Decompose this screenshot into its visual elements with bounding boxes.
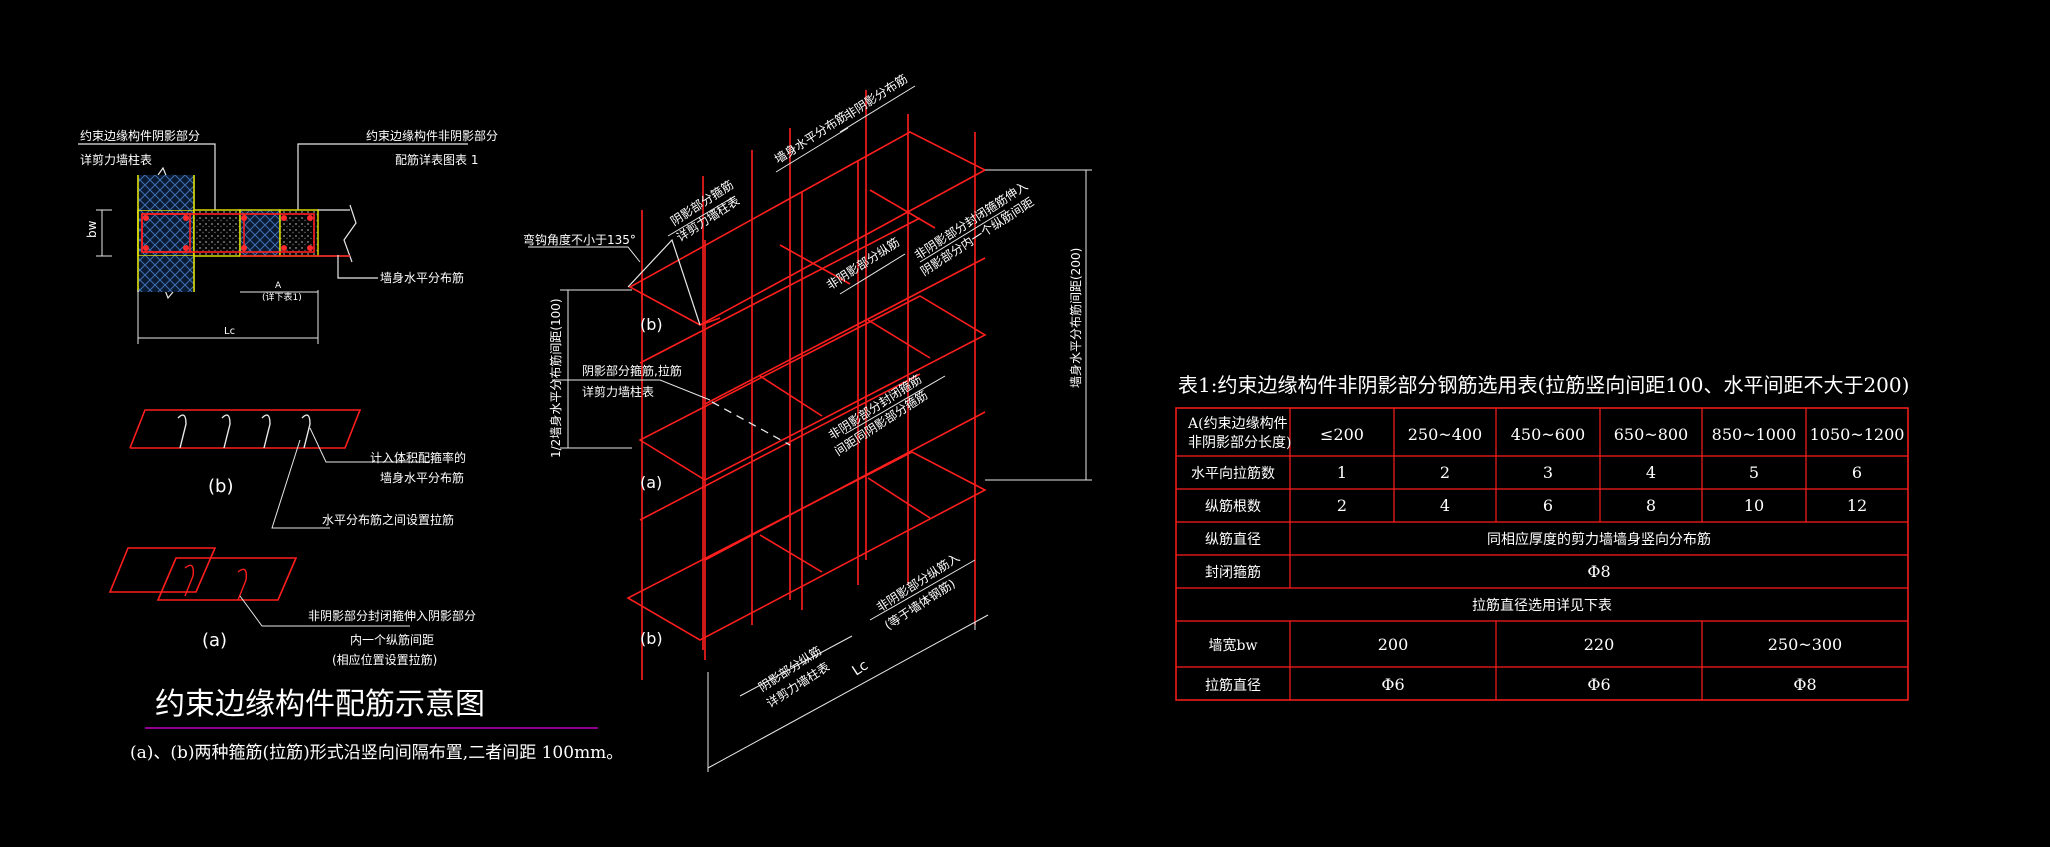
tie-val2: Φ6 [1587, 675, 1610, 694]
break-mark-right [343, 204, 357, 263]
bar-dia-value: 同相应厚度的剪力墙墙身竖向分布筋 [1487, 531, 1711, 548]
rebar-dots [143, 215, 313, 251]
col-5: 850~1000 [1712, 425, 1797, 444]
col-6: 1050~1200 [1810, 425, 1905, 444]
col-2: 250~400 [1408, 425, 1482, 444]
row1-val2: 2 [1440, 463, 1450, 482]
shadow-zone-column-top [138, 175, 194, 210]
leader-shadow [78, 143, 216, 210]
dim-lc: Lc [224, 326, 235, 337]
label-nonshadow-top: 约束边缘构件非阴影部分 [366, 128, 498, 143]
label-shadow-stir-tie2: 详剪力墙柱表 [582, 384, 654, 399]
row1-val5: 5 [1749, 463, 1759, 482]
col-1: ≤200 [1320, 425, 1364, 444]
label-wall-h: 墙身水平分布筋 [771, 108, 850, 166]
dim-right: 墙身水平分布筋间距(200) [1068, 248, 1083, 388]
label-shadow-bottom: 详剪力墙柱表 [80, 152, 152, 167]
width-val3: 250~300 [1768, 635, 1842, 654]
dim-lc-iso-line [707, 614, 989, 769]
detail-a-tag: (a) [202, 630, 227, 651]
diagram-title: 约束边缘构件配筋示意图 [155, 687, 485, 722]
col-4: 650~800 [1614, 425, 1688, 444]
width-val1: 200 [1378, 635, 1409, 654]
detail-a-loop2 [156, 557, 298, 601]
diagram-subtitle: (a)、(b)两种箍筋(拉筋)形式沿竖向间隔布置,二者间距 100mm。 [130, 743, 623, 763]
row2-val1: 2 [1337, 496, 1347, 515]
row2-label: 纵筋根数 [1205, 498, 1261, 515]
detail-b-outline [129, 409, 362, 449]
tie-val3: Φ8 [1793, 675, 1816, 694]
row1-val4: 4 [1646, 463, 1656, 482]
tag-b-top: (b) [640, 315, 663, 334]
label-shadow-top: 约束边缘构件阴影部分 [80, 128, 200, 143]
dim-bw: bw [85, 220, 99, 238]
closed-value: Φ8 [1587, 562, 1610, 581]
row1-val3: 3 [1543, 463, 1553, 482]
label-horizontal-bar: 墙身水平分布筋 [380, 270, 464, 285]
detail-a: (a) 非阴影部分封闭箍伸入阴影部分 内一个纵筋间距 (相应位置设置拉筋) [108, 547, 476, 667]
label-nonshadow-dist: 非阴影分布筋 [841, 71, 910, 123]
row2-val4: 8 [1646, 496, 1656, 515]
row2-val5: 10 [1744, 496, 1764, 515]
dim-a: A [275, 281, 282, 291]
tag-a: (a) [640, 473, 662, 492]
dim-a-note: (详下表1) [262, 291, 302, 303]
detail-a-note3: (相应位置设置拉筋) [332, 652, 437, 667]
wall-section-plan: 约束边缘构件阴影部分 详剪力墙柱表 约束边缘构件非阴影部分 配筋详表图表 1 [78, 128, 498, 344]
header-label-2: 非阴影部分长度) [1188, 435, 1291, 451]
tie-note: 拉筋直径选用详见下表 [1472, 597, 1612, 614]
label-nonshadow-bottom: 配筋详表图表 1 [395, 152, 478, 167]
header-label-1: A(约束边缘构件 [1187, 416, 1288, 432]
detail-b-note2: 墙身水平分布筋 [380, 470, 464, 485]
stirrup-level-bottom [626, 373, 987, 641]
leader-horizontal [337, 255, 378, 279]
label-hook: 弯钩角度不小于135° [523, 232, 636, 247]
detail-b-ties [177, 414, 311, 449]
detail-b-note3: 水平分布筋之间设置拉筋 [322, 512, 454, 527]
width-val2: 220 [1584, 635, 1615, 654]
tag-b-bottom: (b) [640, 629, 663, 648]
tie-dia-label: 拉筋直径 [1205, 677, 1261, 694]
width-label: 墙宽bw [1209, 637, 1258, 654]
detail-a-note2: 内一个纵筋间距 [350, 632, 434, 647]
bar-dia-label: 纵筋直径 [1205, 531, 1261, 548]
detail-a-loop1 [108, 547, 217, 593]
detail-b: (b) 计入体积配箍率的 墙身水平分布筋 水平分布筋之间设置拉筋 [129, 409, 466, 529]
table-border [1175, 407, 1909, 701]
row1-val6: 6 [1852, 463, 1862, 482]
vertical-bars [641, 90, 976, 680]
tie-dashed [711, 401, 791, 446]
tie-val1: Φ6 [1381, 675, 1404, 694]
dim-lc-iso: Lc [849, 657, 871, 679]
nonshadow-zone-1 [193, 209, 241, 257]
col-3: 450~600 [1511, 425, 1585, 444]
dim-left: 1/2墙身水平分布筋间距(100) [548, 298, 563, 458]
stirrup-level-mid [638, 217, 987, 481]
label-shadow-stir-tie: 阴影部分箍筋,拉筋 [582, 363, 682, 378]
detail-b-tag: (b) [208, 476, 233, 497]
table-title: 表1:约束边缘构件非阴影部分钢筋选用表(拉筋竖向间距100、水平间距不大于200… [1178, 373, 1909, 397]
row1-val1: 1 [1337, 463, 1347, 482]
detail-a-note1: 非阴影部分封闭箍伸入阴影部分 [308, 608, 476, 623]
detail-b-note1: 计入体积配箍率的 [370, 450, 466, 465]
rebar-selection-table: 表1:约束边缘构件非阴影部分钢筋选用表(拉筋竖向间距100、水平间距不大于200… [1175, 373, 1909, 701]
row2-val3: 6 [1543, 496, 1553, 515]
row2-val6: 12 [1847, 496, 1867, 515]
shadow-zone-column-bottom [138, 256, 194, 292]
hook-leader [627, 238, 701, 326]
isometric-rebar-cage: 弯钩角度不小于135° 非阴影分布筋 墙身水平分布筋 阴影部分箍筋 详剪力墙柱表… [523, 71, 1092, 772]
leader-nonshadow [297, 143, 468, 210]
row1-label: 水平向拉筋数 [1191, 465, 1275, 482]
closed-label: 封闭箍筋 [1205, 564, 1261, 581]
row2-val2: 4 [1440, 496, 1450, 515]
